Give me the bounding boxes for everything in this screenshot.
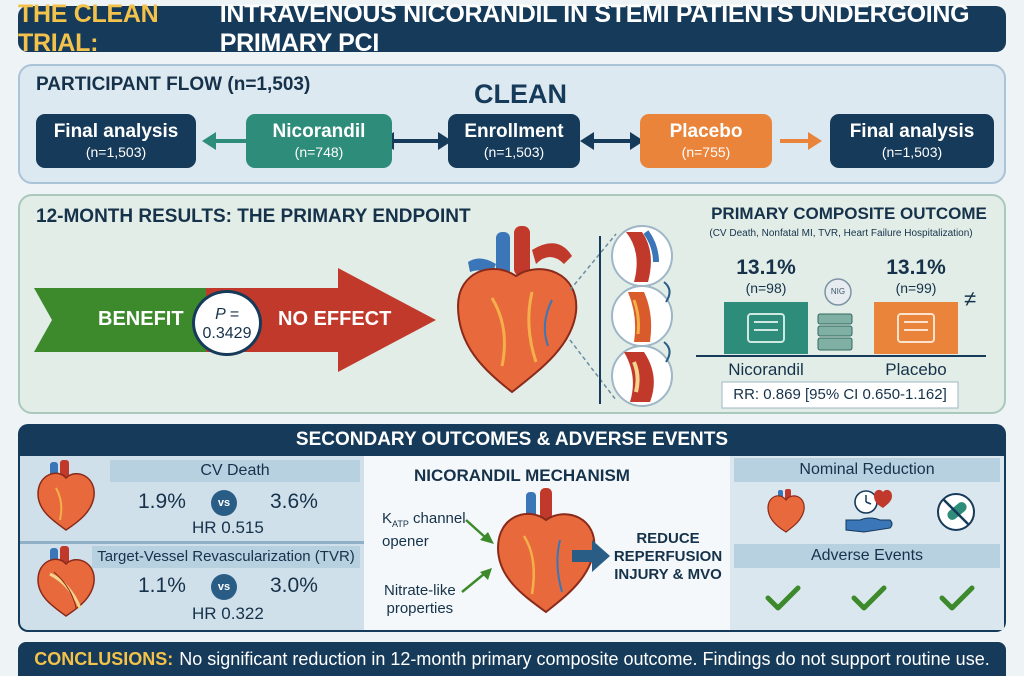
enrollment-count: (n=1,503) [483,144,545,160]
placebo-pct: 13.1% [886,256,946,279]
p-value: 0.3429 [202,325,252,342]
final-analysis-left-count: (n=1,503) [85,144,147,160]
placebo-box: Placebo (n=755) [640,114,772,168]
nitrate-text: Nitrate-like properties [384,582,456,618]
trial-name: CLEAN [474,79,567,109]
tvr-label: Target-Vessel Revascularization (TVR) [92,546,360,568]
composite-heading: PRIMARY COMPOSITE OUTCOME [711,204,987,223]
final-analysis-right-box: Final analysis (n=1,503) [830,114,994,168]
mechanism-heading: NICORANDIL MECHANISM [414,466,630,485]
conclusions-text: No significant reduction in 12-month pri… [179,648,990,669]
nicorandil-box: Nicorandil (n=748) [246,114,392,168]
effect-text: REDUCE REPERFUSION INJURY & MVO [612,530,724,584]
ns-badge-circle [824,278,852,306]
title-text: INTRAVENOUS NICORANDIL IN STEMI PATIENTS… [219,0,970,57]
nicorandil-count: (n=748) [294,144,344,160]
arrow-icon [780,132,822,150]
hand-heart-icon [845,517,893,533]
vessel-icon [611,225,673,287]
participant-flow-heading: PARTICIPANT FLOW (n=1,503) [36,74,311,95]
katp-k: K [382,510,393,527]
neq-symbol: ≠ [964,286,977,311]
cv-death-label: CV Death [110,460,360,482]
effect-line1: REDUCE [636,530,700,547]
no-effect-label: NO EFFECT [278,308,392,330]
heart-icon [456,226,578,394]
secondary-header: SECONDARY OUTCOMES & ADVERSE EVENTS [18,424,1006,456]
enrollment-box: Enrollment (n=1,503) [448,114,580,168]
stack-icon [897,313,935,343]
nitrate-line1: Nitrate-like [384,582,456,599]
nicorandil-pct: 13.1% [736,256,796,279]
composite-subheading: (CV Death, Nonfatal MI, TVR, Heart Failu… [709,228,973,239]
check-icon [939,585,975,611]
arrow-icon [572,540,610,572]
adverse-events-label: Adverse Events [734,544,1000,568]
benefit-arrow-icon [34,268,436,372]
placebo-n: (n=99) [895,280,937,296]
heart-icon [767,489,805,533]
heart-icon [37,460,95,531]
katp-line2: opener [382,533,429,550]
nicorandil-bar-label: Nicorandil [728,360,804,379]
vs-badge: vs [211,490,237,516]
placebo-bar-label: Placebo [885,360,947,379]
curved-arrow-icon [663,281,671,363]
nominal-reduction-label: Nominal Reduction [734,458,1000,482]
effect-line3: INJURY & MVO [614,566,722,583]
conclusions-bar: CONCLUSIONS: No significant reduction in… [18,642,1006,676]
p-value-circle: P = 0.3429 [192,290,262,356]
p-label: P = [215,306,239,323]
final-analysis-left-label: Final analysis [53,121,179,142]
katp-sub: ATP [392,519,409,529]
stack-icon [747,313,785,343]
check-icon [765,585,801,611]
nicorandil-bar [724,302,808,354]
vessel-icon [611,285,673,347]
nicorandil-label: Nicorandil [272,121,366,142]
placebo-bar [874,302,958,354]
title-accent: THE CLEAN TRIAL: [18,0,159,57]
conclusions-label: CONCLUSIONS: [34,648,174,669]
clock-heart-icon [854,489,892,514]
final-analysis-right-label: Final analysis [849,121,975,142]
no-pill-icon [937,493,975,531]
heart-icon [37,546,95,617]
tvr-nicorandil: 1.1% [138,574,186,597]
placebo-count: (n=755) [681,144,731,160]
zoom-lines [569,233,617,404]
katp-text: KATP channel opener [382,510,466,551]
nitrate-line2: properties [386,600,454,617]
tvr-placebo: 3.0% [270,574,318,597]
stack-icon [817,313,853,351]
ns-badge: NIG [830,287,846,296]
enrollment-label: Enrollment [464,121,564,142]
rr-box [721,381,959,409]
tvr-hr: HR 0.322 [192,604,264,623]
final-analysis-left-box: Final analysis (n=1,503) [36,114,196,168]
check-icon [851,585,887,611]
nicorandil-n: (n=98) [745,280,787,296]
arrow-icon [580,132,644,150]
arrow-icon [465,519,494,544]
vessel-icon [611,345,673,407]
katp-rest: channel [413,510,466,527]
effect-line2: REPERFUSION [613,548,723,565]
placebo-label: Placebo [669,121,743,142]
results-heading: 12-MONTH RESULTS: THE PRIMARY ENDPOINT [36,206,471,227]
rr-text: RR: 0.869 [95% CI 0.650-1.162] [733,386,947,403]
cv-death-hr: HR 0.515 [192,518,264,537]
benefit-label: BENEFIT [98,308,184,330]
title-bar: THE CLEAN TRIAL: INTRAVENOUS NICORANDIL … [18,0,1006,57]
vs-badge: vs [211,574,237,600]
cv-death-nicorandil: 1.9% [138,490,186,513]
final-analysis-right-count: (n=1,503) [881,144,943,160]
secondary-divider [20,541,364,544]
cv-death-placebo: 3.6% [270,490,318,513]
arrow-icon [461,568,492,593]
